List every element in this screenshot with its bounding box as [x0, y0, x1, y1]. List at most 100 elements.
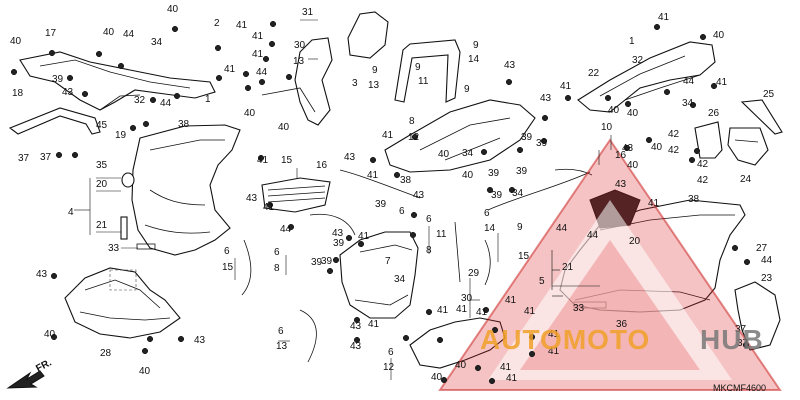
fastener-icon [474, 364, 482, 372]
fastener-icon [266, 201, 274, 209]
callout-label: 31 [302, 7, 314, 18]
callout-label: 44 [683, 76, 695, 87]
callout-label: 39 [375, 199, 387, 210]
callout-label: 40 [713, 30, 725, 41]
fastener-icon [409, 231, 417, 239]
callout-label: 27 [756, 243, 768, 254]
fastener-icon [81, 90, 89, 98]
callout-label: 28 [100, 348, 112, 359]
callout-label: 41 [263, 202, 275, 213]
callout-label: 16 [615, 150, 627, 161]
callout-label: 39 [516, 166, 528, 177]
fastener-icon [142, 120, 150, 128]
fastener-icon [262, 55, 270, 63]
callout-label: 43 [540, 93, 552, 104]
fastener-icon [528, 333, 536, 341]
air-duct-part [347, 11, 389, 59]
fastener-icon [244, 84, 252, 92]
fastener-icon [482, 306, 490, 314]
callout-label: 15 [518, 251, 530, 262]
callout-label: 9 [464, 84, 470, 95]
callout-label: 14 [468, 54, 480, 65]
diagram-code: MKCMF4600 [713, 383, 766, 393]
fastener-icon [66, 74, 74, 82]
callout-label: 41 [437, 305, 449, 316]
callout-label: 22 [588, 68, 600, 79]
callout-label: 9 [415, 62, 421, 73]
leader-lines-group [74, 19, 612, 380]
callout-label: 44 [123, 29, 135, 40]
callout-label: 40 [438, 149, 450, 160]
callout-label: 8 [409, 116, 415, 127]
fastener-icon [541, 114, 549, 122]
callout-label: 6 [484, 208, 490, 219]
callout-label: 1 [629, 36, 635, 47]
callout-label: 40 [10, 36, 22, 47]
callout-label: 18 [12, 88, 24, 99]
fastener-icon [540, 137, 548, 145]
callout-label: 30 [461, 293, 473, 304]
callout-label: 43 [413, 190, 425, 201]
callout-label: 42 [697, 175, 709, 186]
fastener-icon [689, 101, 697, 109]
fastener-icon [171, 25, 179, 33]
callout-label: 41 [658, 12, 670, 23]
fasteners-group [10, 20, 751, 385]
front-direction-label: FR. [34, 357, 54, 374]
callout-label: 3 [352, 78, 358, 89]
callout-label: 40 [278, 122, 290, 133]
callout-label: 20 [629, 236, 641, 247]
callout-label: 33 [573, 303, 585, 314]
callout-label: 43 [332, 228, 344, 239]
stay-bracket-part [8, 107, 101, 135]
callout-label: 41 [505, 295, 517, 306]
upper-cowl-right-part [577, 41, 716, 113]
fastener-icon [411, 133, 419, 141]
fastener-icon [369, 156, 377, 164]
callout-label: 44 [587, 230, 599, 241]
callout-label: 37 [735, 324, 747, 335]
callout-label: 34 [394, 274, 406, 285]
grommet-ring [121, 172, 135, 188]
callout-label: 35 [96, 160, 108, 171]
callout-label: 40 [167, 4, 179, 15]
fastener-icon [480, 148, 488, 156]
fastener-icon [688, 156, 696, 164]
fastener-icon [149, 96, 157, 104]
fastener-icon [129, 124, 137, 132]
fastener-icon [242, 70, 250, 78]
callout-label: 41 [548, 329, 560, 340]
callout-label: 41 [358, 231, 370, 242]
fastener-icon [742, 341, 750, 349]
callout-label: 34 [462, 148, 474, 159]
callout-label: 15 [222, 262, 234, 273]
callout-label: 5 [539, 276, 545, 287]
fastener-icon [287, 223, 295, 231]
fastener-icon [332, 256, 340, 264]
fastener-icon [440, 376, 448, 384]
callout-label: 41 [506, 373, 518, 384]
callout-label: 23 [761, 273, 773, 284]
upper-cowl-left-part [19, 51, 216, 111]
callout-label: 6 [388, 347, 394, 358]
callout-label: 15 [281, 155, 293, 166]
fastener-icon [743, 258, 751, 266]
fastener-icon [491, 326, 499, 334]
callout-label: 40 [244, 108, 256, 119]
callout-label: 37 [40, 152, 52, 163]
fastener-icon [177, 335, 185, 343]
callout-label: 40 [139, 366, 151, 377]
callout-label: 45 [96, 120, 108, 131]
callout-label: 43 [615, 179, 627, 190]
fastener-icon [564, 94, 572, 102]
watermark-text-hub: HUB [700, 324, 764, 355]
callout-label: 11 [418, 76, 429, 87]
fastener-icon [488, 377, 496, 385]
callout-label: 41 [252, 31, 264, 42]
callout-label: 8 [274, 263, 280, 274]
callout-label: 2 [214, 18, 220, 29]
callout-label: 7 [385, 256, 391, 267]
callout-label: 9 [473, 40, 479, 51]
callout-label: 43 [350, 321, 362, 332]
